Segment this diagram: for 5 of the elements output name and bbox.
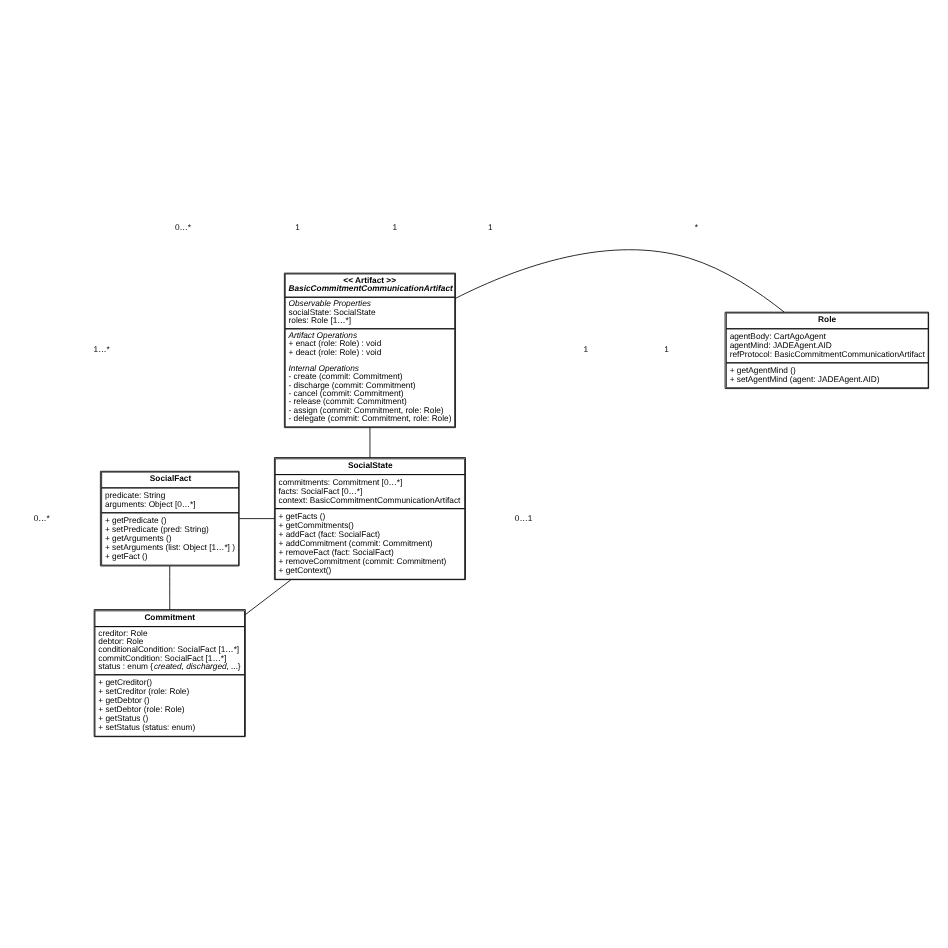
- connector: [455, 248, 785, 312]
- connector: [169, 564, 171, 609]
- connector: [244, 578, 292, 614]
- connector: [238, 517, 275, 519]
- connector: [369, 426, 371, 457]
